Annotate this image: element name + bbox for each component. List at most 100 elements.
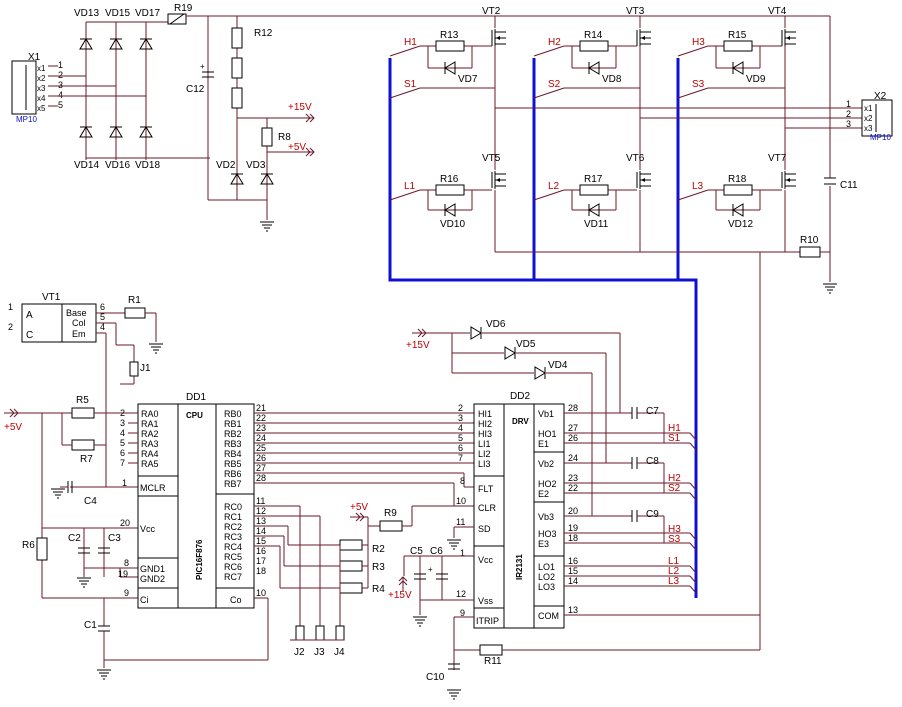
- dd1-rc-pin: RC3: [224, 532, 242, 542]
- dd2-in-num: 3: [458, 413, 463, 423]
- c11-label: C11: [840, 180, 858, 191]
- r8-label: R8: [278, 132, 291, 143]
- dd1-rb-pin: RB3: [224, 439, 242, 449]
- dd1-ra-num: 7: [120, 458, 125, 468]
- vd3-label: VD3: [246, 160, 266, 171]
- j1-label: J1: [140, 363, 151, 374]
- x1-num-3: 3: [58, 80, 63, 90]
- dd2-in-num: 5: [458, 433, 463, 443]
- r16-label: R16: [440, 174, 459, 185]
- x2-title: X2: [874, 91, 887, 102]
- x2-pin-2: x2: [864, 114, 873, 123]
- dd1-rb-pin: RB6: [224, 469, 242, 479]
- vd9-label: VD9: [746, 74, 766, 85]
- dd1-ra-num: 4: [120, 428, 125, 438]
- l3-label: L3: [692, 181, 704, 192]
- dd2-flt-num: 8: [460, 476, 465, 486]
- dd1-ra-pin: RA3: [141, 439, 159, 449]
- vt2-label: VT2: [482, 6, 501, 17]
- l2-label: L2: [548, 181, 560, 192]
- dd2-in-num: 7: [458, 453, 463, 463]
- plus5-top: +5V: [288, 142, 306, 153]
- dd1-gnd1: GND1: [140, 564, 165, 574]
- dd1-rc-pin: RC5: [224, 552, 242, 562]
- dd1-mclr: MCLR: [140, 483, 166, 493]
- dd1-vcc: Vcc: [140, 524, 156, 534]
- dd1-ci: Ci: [140, 595, 149, 605]
- x1-pin-2: x2: [37, 74, 46, 83]
- dd1-rb-num: 27: [256, 463, 266, 473]
- dd1-ra-num: 5: [120, 438, 125, 448]
- dd2-in-pin: LI3: [478, 459, 491, 469]
- dd2-in-pin: LI2: [478, 449, 491, 459]
- dd1-gnd2-num: 19: [118, 569, 128, 579]
- dd2-out-pin: LO2: [538, 572, 555, 582]
- plus15-top: +15V: [288, 102, 312, 113]
- r14-label: R14: [584, 30, 603, 41]
- dd2-out-num: 22: [568, 483, 578, 493]
- c3-label: C3: [108, 533, 121, 544]
- dd1-ra-num: 2: [120, 408, 125, 418]
- dd2-out-num: 13: [568, 605, 578, 615]
- r13-label: R13: [440, 30, 459, 41]
- vd4-label: VD4: [548, 360, 568, 371]
- x2-num-1: 1: [846, 99, 851, 109]
- x1-num-2: 2: [58, 70, 63, 80]
- l1-label: L1: [404, 181, 416, 192]
- vt1-n5: 5: [100, 312, 105, 322]
- dd2-sd-num: 11: [456, 517, 465, 527]
- dd1-rc-num: 15: [256, 536, 266, 546]
- c7-label: C7: [646, 406, 659, 417]
- vt1-c: C: [26, 330, 33, 341]
- x1-title: X1: [28, 52, 41, 63]
- c4-label: C4: [84, 496, 97, 507]
- diode-bridge: VD13 VD15 VD17 VD14 VD16 VD18: [74, 8, 210, 171]
- dd1-rc-pin: RC2: [224, 522, 242, 532]
- dd2-in-num: 2: [458, 403, 463, 413]
- c10-label: C10: [426, 672, 445, 683]
- dd1-rb-pin: RB0: [224, 409, 242, 419]
- s1-label: S1: [404, 79, 417, 90]
- dd2-vcc: Vcc: [478, 555, 494, 565]
- vt3-label: VT3: [626, 6, 645, 17]
- vt5-label: VT5: [482, 153, 501, 164]
- r19-label: R19: [174, 3, 193, 14]
- dd2-clr-num: 10: [456, 496, 466, 506]
- s3-out: S3: [668, 534, 681, 545]
- dd2-out-pin: Vb2: [538, 459, 554, 469]
- x2-num-3: 3: [846, 119, 851, 129]
- dd2-title: DD2: [510, 391, 530, 402]
- r17-label: R17: [584, 174, 603, 185]
- h1-label: H1: [404, 37, 417, 48]
- plus5-left: +5V: [4, 422, 22, 433]
- dd2-in-num: 6: [458, 443, 463, 453]
- h2-out: H2: [668, 473, 681, 484]
- vt6-label: VT6: [626, 153, 645, 164]
- dd2-itrip-num: 9: [460, 608, 465, 618]
- dd2-vss: Vss: [478, 596, 494, 606]
- dd1-ra-pin: RA0: [141, 409, 159, 419]
- dd1-rb-num: 28: [256, 473, 266, 483]
- dd2-out-num: 19: [568, 523, 578, 533]
- dd2-in-pin: HI1: [478, 409, 492, 419]
- dd2-out-pin: COM: [538, 611, 559, 621]
- s1-out: S1: [668, 433, 681, 444]
- dd1-rb-pin: RB4: [224, 449, 242, 459]
- x1-model: MP10: [16, 115, 37, 124]
- dd1-rc-pin: RC7: [224, 572, 242, 582]
- plus15-dd2: +15V: [388, 590, 412, 601]
- dd1-ra-pin: RA2: [141, 429, 159, 439]
- dd2-out-pin: Vb3: [538, 512, 554, 522]
- x2-model: MP10: [870, 133, 891, 142]
- dd1-rc-pin: RC4: [224, 542, 242, 552]
- dd1-ra-num: 6: [120, 448, 125, 458]
- dd2-in-pin: HI2: [478, 419, 492, 429]
- r2-label: R2: [372, 544, 385, 555]
- vd18-label: VD18: [135, 160, 160, 171]
- c5-label: C5: [410, 546, 423, 557]
- x1-pin-5: x5: [37, 104, 46, 113]
- dd1-rb-num: 22: [256, 413, 266, 423]
- h1-out: H1: [668, 423, 681, 434]
- vd6-label: VD6: [486, 319, 506, 330]
- dd1-ra-num: 3: [120, 418, 125, 428]
